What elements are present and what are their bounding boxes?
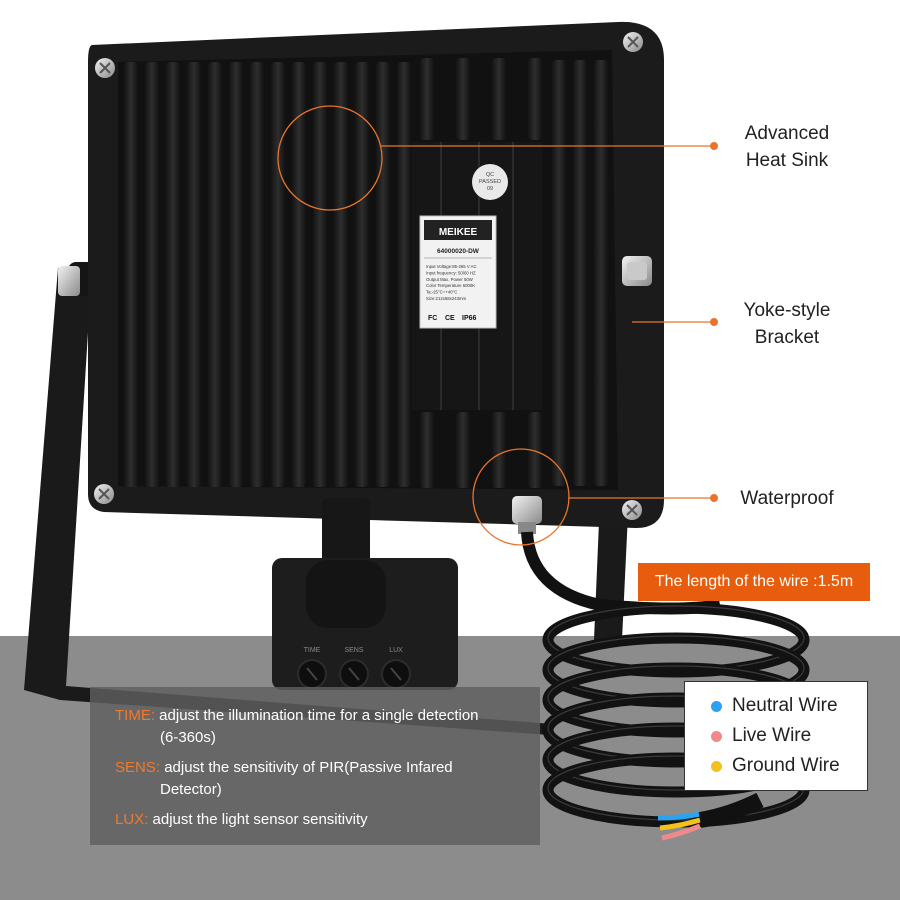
spec-line: Input Voltage:85-265 V AC bbox=[426, 264, 477, 269]
fin bbox=[456, 58, 470, 140]
model-label: 64000020-DW bbox=[437, 248, 480, 255]
spec-line: Ta:-25°C~+40°C bbox=[426, 290, 457, 295]
screw-icon bbox=[622, 500, 642, 520]
fin bbox=[528, 58, 542, 140]
fin bbox=[292, 62, 306, 487]
neutral-dot-icon bbox=[711, 700, 722, 712]
knob-label: LUX bbox=[389, 647, 403, 654]
control-text: adjust the sensitivity of PIR(Passive In… bbox=[164, 759, 453, 776]
knob-label: TIME bbox=[304, 647, 321, 654]
callout-heat-sink-line2: Heat Sink bbox=[745, 150, 829, 171]
sticker-line: QC bbox=[486, 172, 494, 178]
fin bbox=[124, 62, 138, 487]
fin bbox=[250, 62, 264, 487]
fin bbox=[334, 62, 348, 487]
bracket-bolts bbox=[58, 256, 652, 296]
control-key: LUX: bbox=[115, 811, 149, 828]
certification-marks: FC CE IP66 bbox=[428, 315, 477, 322]
callout-waterproof: Waterproof bbox=[728, 485, 846, 512]
cert-mark: CE bbox=[445, 315, 455, 322]
fin bbox=[420, 58, 434, 140]
control-text-2: Detector) bbox=[160, 781, 222, 798]
callout-lines bbox=[380, 142, 718, 502]
callout-bracket-line1: Yoke-style bbox=[743, 300, 831, 321]
fin bbox=[376, 62, 390, 487]
control-text-2: (6-360s) bbox=[160, 729, 216, 746]
callout-dot bbox=[710, 494, 718, 502]
spec-line: Size:212x58x243mm bbox=[426, 296, 467, 301]
control-text: adjust the illumination time for a singl… bbox=[159, 707, 479, 724]
fin bbox=[208, 62, 222, 487]
corner-screws bbox=[94, 32, 643, 520]
fin bbox=[528, 412, 542, 488]
legend-item-neutral: Neutral Wire bbox=[685, 691, 867, 721]
fin bbox=[313, 62, 327, 487]
waterproof-highlight bbox=[472, 448, 570, 546]
callout-heat-sink: Advanced Heat Sink bbox=[728, 120, 846, 174]
label-plate: MEIKEE 64000020-DW Input Voltage:85-265 … bbox=[412, 142, 542, 410]
legend-label: Ground Wire bbox=[732, 755, 840, 776]
callout-dot bbox=[710, 318, 718, 326]
cert-mark: FC bbox=[428, 315, 437, 322]
fin bbox=[456, 412, 470, 488]
fin bbox=[166, 62, 180, 487]
legend-item-live: Live Wire bbox=[685, 721, 867, 751]
legend-label: Neutral Wire bbox=[732, 695, 838, 716]
fin bbox=[355, 62, 369, 487]
fin bbox=[594, 60, 608, 486]
callout-dot bbox=[710, 142, 718, 150]
knob-mark bbox=[390, 667, 402, 681]
spec-line: Input frequency: 50/60 HZ bbox=[426, 270, 476, 275]
knob-label: SENS bbox=[344, 647, 363, 654]
live-dot-icon bbox=[711, 730, 722, 742]
control-sens: SENS: adjust the sensitivity of PIR(Pass… bbox=[115, 757, 540, 801]
control-key: SENS: bbox=[115, 759, 161, 776]
fin bbox=[187, 62, 201, 487]
fin bbox=[492, 58, 506, 140]
callout-heat-sink-line1: Advanced bbox=[744, 123, 830, 144]
sensor-controls-panel: TIME: adjust the illumination time for a… bbox=[90, 687, 540, 845]
callout-bracket: Yoke-style Bracket bbox=[728, 297, 846, 351]
cert-mark: IP66 bbox=[462, 315, 477, 322]
sticker-line: PASSED bbox=[479, 179, 501, 185]
spec-line: Output Max. Power 50W bbox=[426, 277, 474, 282]
wire-ends bbox=[657, 792, 764, 841]
fin bbox=[229, 62, 243, 487]
control-time: TIME: adjust the illumination time for a… bbox=[115, 705, 540, 749]
screw-icon bbox=[95, 58, 115, 78]
heat-sink-highlight bbox=[277, 105, 383, 211]
heat-sink-fins bbox=[124, 58, 608, 488]
callout-bracket-line2: Bracket bbox=[754, 327, 820, 348]
legend-label: Live Wire bbox=[732, 725, 812, 746]
fin bbox=[492, 412, 506, 488]
knob-mark bbox=[306, 667, 318, 681]
fin bbox=[397, 62, 411, 487]
legend-item-ground: Ground Wire bbox=[685, 751, 867, 781]
control-text: adjust the light sensor sensitivity bbox=[152, 811, 368, 828]
fin bbox=[145, 62, 159, 487]
motion-sensor: TIME SENS LUX bbox=[272, 498, 458, 690]
control-lux: LUX: adjust the light sensor sensitivity bbox=[115, 809, 540, 831]
fin bbox=[271, 62, 285, 487]
wire-legend: Neutral Wire Live Wire Ground Wire bbox=[684, 681, 868, 791]
fin bbox=[420, 412, 434, 488]
spec-line: Color Temperature 6000K bbox=[426, 283, 475, 288]
screw-icon bbox=[94, 484, 114, 504]
wire-length-badge: The length of the wire :1.5m bbox=[638, 563, 870, 601]
brand-label: MEIKEE bbox=[439, 227, 478, 238]
fin bbox=[573, 60, 587, 486]
control-key: TIME: bbox=[115, 707, 155, 724]
ground-dot-icon bbox=[711, 760, 722, 772]
screw-icon bbox=[623, 32, 643, 52]
knob-mark bbox=[348, 667, 360, 681]
sensor-knobs: TIME SENS LUX bbox=[297, 647, 411, 689]
fin bbox=[552, 60, 566, 486]
sticker-line: 09 bbox=[487, 186, 493, 192]
callout-waterproof-line1: Waterproof bbox=[740, 488, 834, 509]
